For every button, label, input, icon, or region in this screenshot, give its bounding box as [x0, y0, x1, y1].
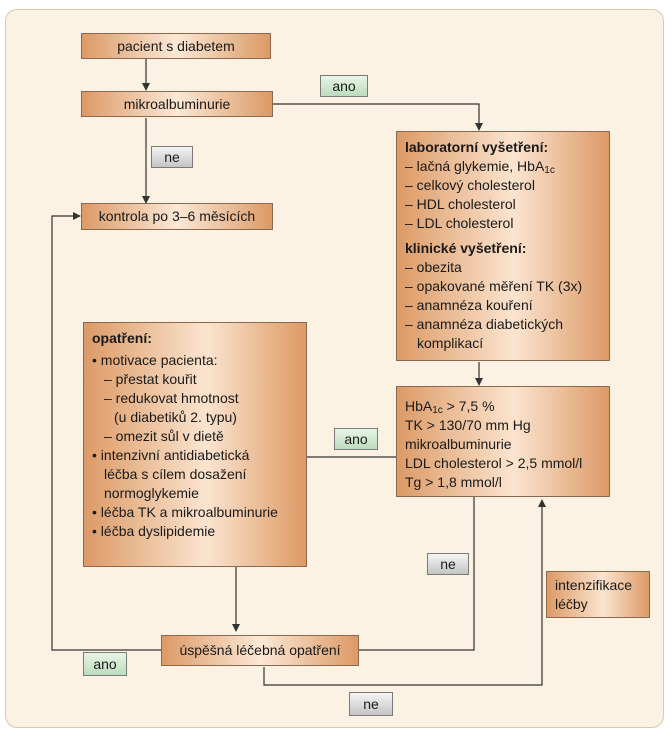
node-micro: mikroalbuminurie — [81, 91, 273, 117]
lab-item-cholesterol: – celkový cholesterol — [405, 177, 535, 193]
node-examinations: laboratorní vyšetření: – lačná glykemie,… — [396, 131, 610, 361]
lab-item-glycemia-text: – lačná glykemie, HbA — [405, 158, 545, 174]
node-success: úspěšná léčebná opatření — [161, 635, 359, 666]
lab-item-glycemia: – lačná glykemie, HbA1c — [405, 157, 601, 176]
intensify-line2: léčby — [555, 596, 588, 612]
clinical-item-complications: – anamnéza diabetických — [405, 316, 563, 332]
label-ano-success: ano — [83, 652, 127, 676]
label-ano-micro: ano — [320, 75, 368, 97]
criteria-hba-rest: > 7,5 % — [442, 398, 495, 414]
measures-item-motivation: • motivace pacienta: — [92, 352, 218, 368]
criteria-hba: HbA1c > 7,5 % — [405, 397, 601, 416]
measures-title: opatření: — [92, 330, 152, 346]
label-ano-micro-text: ano — [332, 78, 356, 94]
node-start-text: pacient s diabetem — [117, 37, 235, 54]
measures-item-lipids: • léčba dyslipidemie — [92, 523, 216, 539]
label-ne-micro-text: ne — [164, 149, 180, 165]
criteria-bp: TK > 130/70 mm Hg — [405, 417, 531, 433]
measures-item-intensive-cont2: normoglykemie — [104, 485, 199, 501]
lab-item-ldl: – LDL cholesterol — [405, 215, 514, 231]
node-criteria: HbA1c > 7,5 % TK > 130/70 mm Hg mikroalb… — [396, 386, 610, 497]
clinical-title: klinické vyšetření: — [405, 240, 527, 256]
node-control-text: kontrola po 3–6 měsících — [98, 208, 256, 224]
label-ne-criteria-text: ne — [440, 556, 456, 572]
criteria-ldl: LDL cholesterol > 2,5 mmol/l — [405, 455, 583, 471]
criteria-hba-sub: 1c — [432, 405, 443, 416]
arrow-micro-to-lab — [273, 103, 483, 131]
measures-item-bp: • léčba TK a mikroalbuminurie — [92, 504, 278, 520]
clinical-item-obesity: – obezita — [405, 259, 462, 275]
label-ano-criteria-text: ano — [344, 431, 368, 447]
node-intensify: intenzifikace léčby — [546, 571, 650, 618]
label-ano-criteria: ano — [334, 428, 378, 450]
lab-item-glycemia-sub: 1c — [544, 165, 555, 176]
lab-item-hdl: – HDL cholesterol — [405, 196, 516, 212]
measures-item-intensive: • intenzivní antidiabetická — [92, 447, 250, 463]
criteria-micro: mikroalbuminurie — [405, 436, 512, 452]
node-success-text: úspěšná léčebná opatření — [179, 642, 341, 658]
label-ne-criteria: ne — [427, 553, 469, 575]
clinical-item-complications-cont: komplikací — [417, 335, 484, 351]
measures-item-smoking: – přestat kouřit — [104, 371, 197, 387]
measures-item-weight-note: (u diabetiků 2. typu) — [114, 409, 237, 425]
node-start: pacient s diabetem — [81, 33, 271, 59]
label-ne-success: ne — [349, 692, 393, 716]
label-ne-success-text: ne — [363, 696, 379, 712]
lab-title: laboratorní vyšetření: — [405, 139, 549, 155]
node-micro-text: mikroalbuminurie — [123, 95, 231, 112]
criteria-hba-text: HbA — [405, 398, 433, 414]
label-ano-success-text: ano — [93, 656, 117, 672]
arrow-success-to-control — [51, 212, 161, 651]
clinical-item-bp: – opakované měření TK (3x) — [405, 278, 583, 294]
clinical-item-smoking: – anamnéza kouření — [405, 297, 533, 313]
measures-item-weight: – redukovat hmotnost — [104, 390, 239, 406]
arrow-success-no-to-criteria — [263, 499, 546, 686]
label-ne-micro: ne — [151, 146, 193, 168]
line-criteria-no — [359, 497, 475, 651]
measures-item-intensive-cont: léčba s cílem dosažení — [104, 466, 247, 482]
intensify-line1: intenzifikace — [555, 577, 633, 593]
node-measures: opatření: • motivace pacienta: – přestat… — [83, 322, 307, 567]
node-control: kontrola po 3–6 měsících — [81, 203, 273, 230]
measures-item-salt: – omezit sůl v dietě — [104, 428, 224, 444]
criteria-tg: Tg > 1,8 mmol/l — [405, 474, 502, 490]
